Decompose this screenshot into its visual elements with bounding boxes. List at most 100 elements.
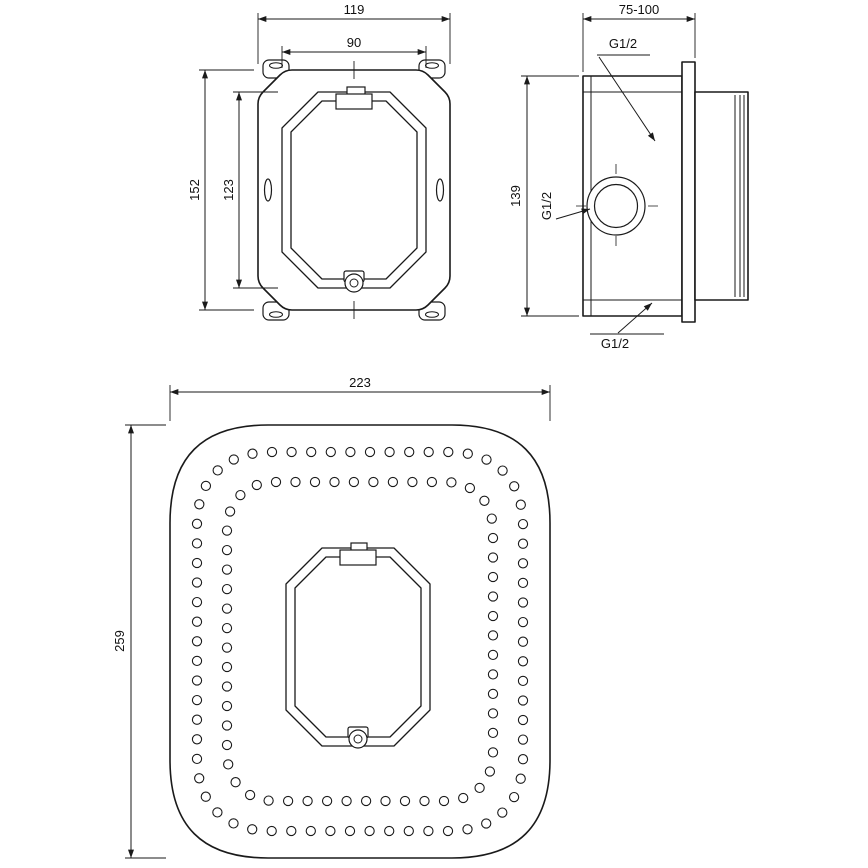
perforation-hole	[263, 795, 274, 806]
perforation-hole	[479, 495, 490, 506]
perforation-hole	[224, 506, 236, 517]
side-view: 75-100 G1/2 139 G1/2 G1/2	[508, 2, 749, 351]
perforation-hole	[517, 518, 529, 530]
perforation-hole	[487, 747, 499, 758]
perforation-hole	[481, 454, 492, 465]
perforation-ring-inner	[221, 476, 499, 807]
perforation-hole	[462, 824, 473, 835]
perforation-hole	[321, 795, 333, 807]
perforation-hole	[223, 759, 234, 770]
perforation-hole	[325, 446, 336, 458]
perforation-hole	[487, 708, 499, 719]
perforation-hole	[446, 477, 457, 488]
perforation-hole	[235, 489, 246, 501]
plate-view: 223 259	[112, 375, 551, 859]
label-thread-bottom: G1/2	[590, 302, 664, 351]
perforation-hole	[221, 720, 233, 731]
perforation-hole	[212, 465, 223, 476]
perforation-hole	[364, 825, 375, 837]
front-slot-right	[435, 178, 445, 202]
perforation-hole	[191, 557, 203, 569]
perforation-hole	[221, 700, 233, 712]
perforation-hole	[384, 446, 395, 458]
perforation-hole	[270, 476, 282, 488]
perforation-hole	[517, 616, 529, 628]
perforation-hole	[221, 739, 233, 751]
perforation-hole	[221, 622, 233, 634]
dim-front-width-inner: 90	[281, 35, 427, 68]
perforation-hole	[517, 538, 529, 549]
perforation-hole	[191, 675, 203, 686]
perforation-hole	[419, 795, 430, 807]
dim-side-height: 139	[508, 75, 579, 317]
perforation-hole	[517, 656, 529, 667]
perforation-hole	[487, 669, 499, 680]
perforation-hole	[380, 795, 391, 807]
perforation-hole	[329, 476, 340, 488]
perforation-hole	[487, 571, 499, 583]
dim-side-depth: 75-100	[582, 2, 696, 72]
dim-front-height-outer: 152	[187, 69, 254, 311]
dim-front-height-inner: 123	[221, 91, 278, 289]
perforation-hole	[221, 525, 233, 536]
perforation-hole	[344, 825, 356, 837]
dim-label-90: 90	[347, 35, 361, 50]
perforation-hole	[325, 825, 336, 837]
perforation-hole	[404, 446, 415, 458]
perforation-hole	[228, 818, 239, 829]
front-outer-housing	[257, 69, 451, 311]
perforation-hole	[515, 499, 526, 510]
perforation-hole	[191, 518, 203, 529]
side-rear-housing	[694, 91, 749, 301]
perforation-hole	[286, 446, 297, 458]
perforation-hole	[191, 753, 203, 765]
perforation-hole	[364, 446, 376, 458]
perforation-hole	[517, 675, 529, 687]
perforation-hole	[282, 795, 294, 807]
perforation-hole	[191, 694, 203, 706]
perforation-hole	[423, 446, 434, 458]
perforation-hole	[286, 825, 297, 837]
perforation-hole	[423, 825, 434, 837]
perforation-hole	[191, 714, 203, 725]
front-bottom-screw	[343, 270, 365, 293]
perforation-hole	[517, 734, 529, 745]
perforation-hole	[438, 795, 450, 807]
perforation-hole	[517, 636, 529, 647]
perforation-hole	[517, 695, 529, 706]
dim-label-75-100: 75-100	[619, 2, 659, 17]
perforation-hole	[302, 795, 313, 807]
dim-label-119: 119	[344, 2, 365, 17]
perforation-hole	[360, 795, 372, 807]
perforation-hole	[251, 479, 262, 491]
perforation-hole	[403, 825, 414, 837]
perforation-hole	[191, 577, 203, 588]
perforation-hole	[191, 734, 203, 745]
perforation-hole	[517, 754, 529, 765]
perforation-hole	[399, 795, 411, 807]
side-flange	[681, 61, 696, 323]
perforation-hole	[368, 476, 379, 488]
perforation-hole	[290, 476, 301, 488]
perforation-hole	[194, 773, 205, 784]
perforation-hole	[487, 591, 499, 602]
perforation-hole	[384, 825, 395, 837]
perforation-hole	[487, 630, 499, 641]
front-slot-left	[263, 178, 273, 202]
dim-label-223: 223	[349, 375, 371, 390]
perforation-hole	[487, 532, 499, 544]
perforation-hole	[191, 636, 203, 647]
perforation-hole	[341, 795, 352, 807]
perforation-hole	[348, 476, 360, 488]
perforation-hole	[481, 818, 492, 829]
perforation-hole	[306, 446, 317, 458]
perforation-hole	[200, 791, 211, 802]
perforation-hole	[484, 766, 496, 777]
perforation-hole	[517, 558, 529, 569]
perforation-hole	[515, 773, 526, 784]
perforation-hole	[191, 655, 203, 667]
perforation-hole	[486, 513, 497, 524]
perforation-hole	[247, 824, 258, 835]
perforation-hole	[194, 499, 205, 510]
